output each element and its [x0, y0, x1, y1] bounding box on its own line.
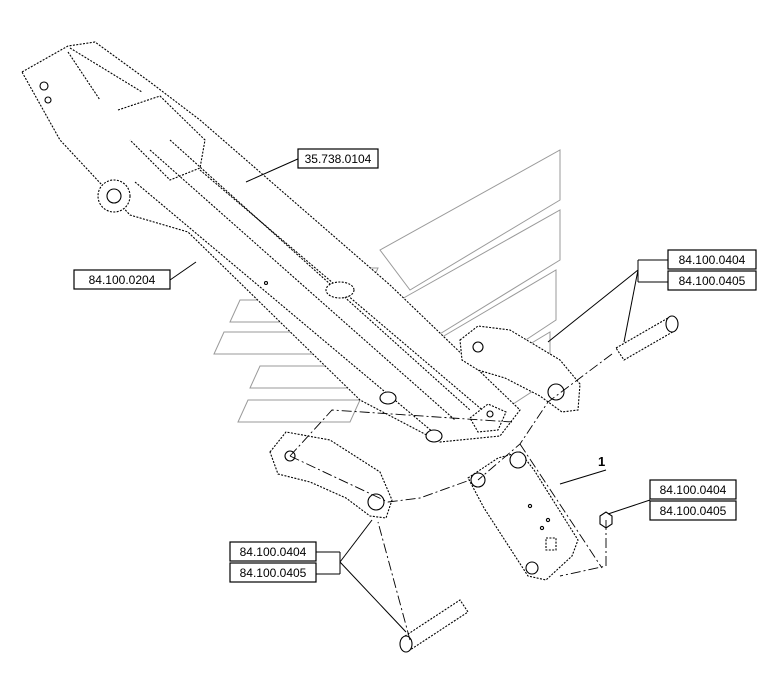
- upper-bracket-plate: [459, 325, 581, 413]
- assembly-centerlines: [289, 353, 613, 641]
- svg-text:84.100.0405: 84.100.0405: [660, 504, 727, 518]
- link-part: [467, 451, 579, 581]
- svg-text:84.100.0404: 84.100.0404: [660, 483, 727, 497]
- boom-arm: [21, 41, 521, 443]
- leader-lines: [169, 157, 651, 633]
- ref-arm-part: 35.738.0104: [297, 148, 379, 169]
- lower-bolt: [399, 599, 469, 653]
- ref-lower-left-group: 84.100.0404 84.100.0405: [229, 541, 341, 583]
- svg-text:35.738.0104: 35.738.0104: [305, 152, 372, 166]
- svg-text:84.100.0404: 84.100.0404: [240, 545, 307, 559]
- ref-upper-right-group: 84.100.0404 84.100.0405: [637, 249, 757, 291]
- ref-mid-right-group: 84.100.0404 84.100.0405: [649, 479, 737, 521]
- svg-text:84.100.0204: 84.100.0204: [89, 273, 156, 287]
- ref-pin-part: 84.100.0204: [73, 269, 171, 290]
- svg-text:84.100.0404: 84.100.0404: [679, 253, 746, 267]
- svg-text:84.100.0405: 84.100.0405: [679, 274, 746, 288]
- upper-bolt: [615, 315, 679, 361]
- svg-text:84.100.0405: 84.100.0405: [240, 566, 307, 580]
- callout-item-1: 1: [598, 454, 605, 469]
